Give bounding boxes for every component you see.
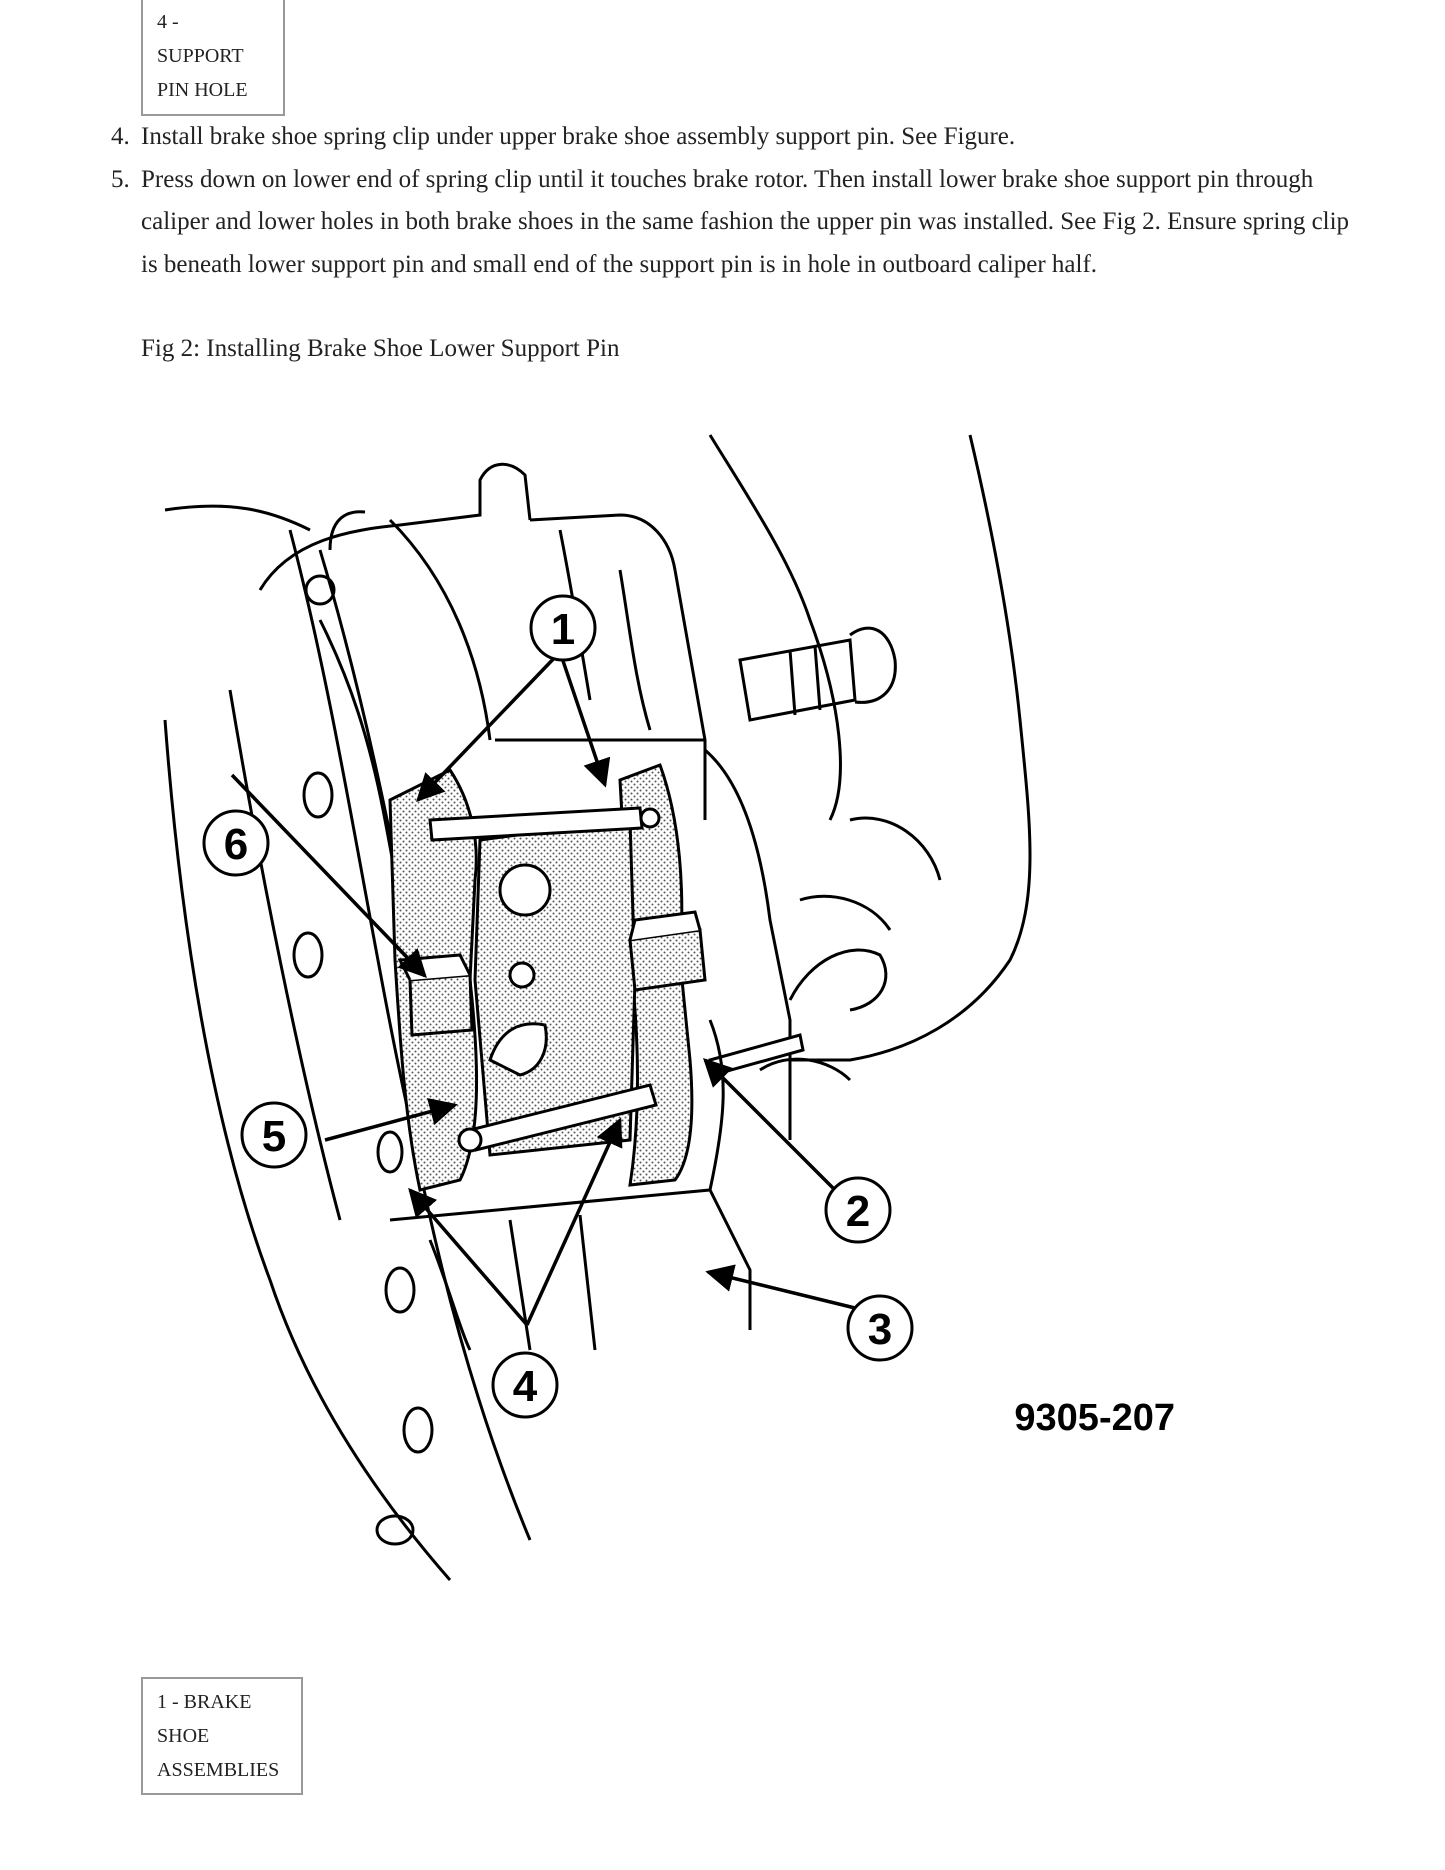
leader-lines: [230, 650, 856, 1327]
legend-line: SUPPORT: [157, 45, 244, 67]
legend-line: SHOE: [157, 1725, 210, 1747]
step-item: 5. Press down on lower end of spring cli…: [111, 159, 1361, 287]
legend-line: 1 - BRAKE: [157, 1691, 252, 1713]
callout-markers: [202, 594, 914, 1419]
callout-label-1: 1: [551, 605, 575, 654]
legend-box-support-pin-hole: 4 - SUPPORT PIN HOLE: [141, 0, 285, 116]
callout-circle-5: [240, 1101, 308, 1169]
step-text: Press down on lower end of spring clip u…: [141, 165, 1350, 278]
brake-caliper-illustration: 1 2 3 4 5 6 9305-207: [150, 420, 1350, 1620]
legend-box-brake-shoe-assemblies: 1 - BRAKE SHOE ASSEMBLIES: [141, 1677, 303, 1795]
callout-circle-6: [202, 809, 270, 877]
callout-label-2: 2: [846, 1187, 870, 1236]
procedure-steps: 4. Install brake shoe spring clip under …: [111, 116, 1361, 286]
bleeder-fitting: [738, 626, 897, 722]
legend-line: 4 -: [157, 11, 179, 33]
legend-line: PIN HOLE: [157, 79, 248, 101]
callout-label-4: 4: [513, 1362, 538, 1411]
brake-caliper-drawing: 1 2 3 4 5 6 9305-207: [163, 434, 1175, 1581]
figure-caption: Fig 2: Installing Brake Shoe Lower Suppo…: [141, 335, 620, 362]
callout-circle-4: [491, 1351, 559, 1419]
callout-label-3: 3: [868, 1305, 892, 1354]
support-pins: [428, 806, 805, 1153]
step-text: Install brake shoe spring clip under upp…: [141, 123, 1016, 150]
legend-line: ASSEMBLIES: [157, 1759, 280, 1781]
step-number: 5.: [111, 165, 130, 193]
mounting-bracket: [389, 1019, 752, 1351]
callout-circle-3: [846, 1294, 914, 1362]
technician-hand: [708, 434, 1032, 1082]
callout-circle-1: [529, 594, 597, 662]
callout-label-6: 6: [224, 820, 248, 869]
step-number: 4.: [111, 123, 130, 150]
callout-labels: 1 2 3 4 5 6: [224, 605, 892, 1411]
step-item: 4. Install brake shoe spring clip under …: [111, 116, 1361, 159]
brake-shoe-assembly: [388, 763, 707, 1192]
callout-label-5: 5: [262, 1112, 286, 1161]
callout-circle-2: [824, 1176, 892, 1244]
figure-code: 9305-207: [1014, 1397, 1175, 1439]
